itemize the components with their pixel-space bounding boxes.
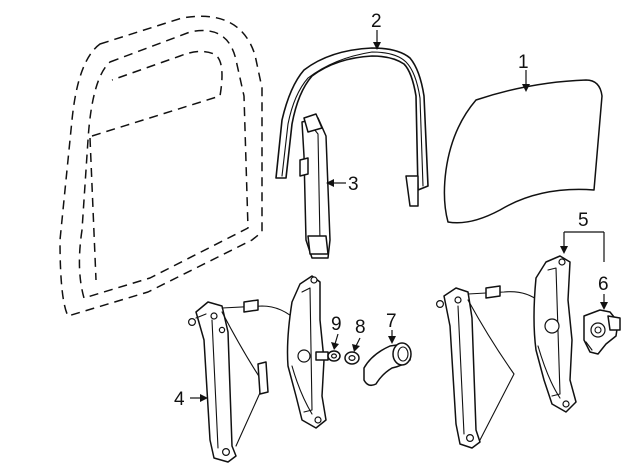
callout-5: 5 [578, 210, 589, 231]
callout-2: 2 [371, 11, 382, 32]
door-shell-outline [59, 15, 263, 317]
window-motor-part-6 [583, 309, 621, 355]
callout-3: 3 [348, 174, 359, 195]
callout-8: 8 [355, 317, 366, 338]
grommet-part-8 [344, 351, 360, 365]
window-regulator-right [436, 255, 577, 449]
callout-4: 4 [174, 389, 185, 410]
callout-1: 1 [518, 52, 529, 73]
callout-6: 6 [598, 274, 609, 295]
seal-boot-part-7 [363, 342, 412, 387]
rear-glass-channel [299, 113, 331, 259]
callout-7: 7 [386, 311, 397, 332]
washer-part-9 [327, 350, 341, 362]
window-regulator-left [188, 275, 329, 463]
window-run-channel [275, 47, 429, 207]
callout-leaders [190, 30, 608, 402]
door-glass [443, 79, 603, 224]
callout-9: 9 [331, 314, 342, 335]
